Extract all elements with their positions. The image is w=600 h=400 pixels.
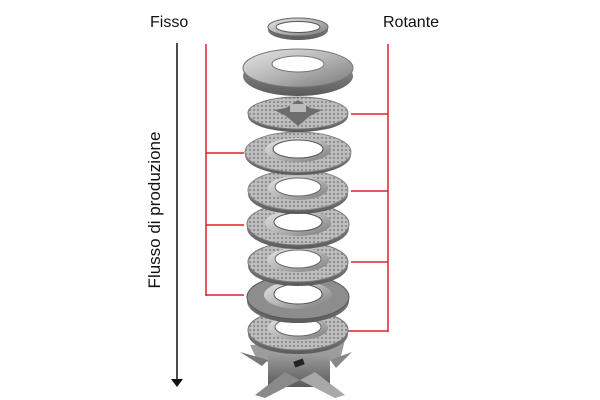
perforated-rotor <box>247 96 349 132</box>
fixed-disc-2 <box>246 202 350 249</box>
rotating-disc-2 <box>247 241 349 286</box>
production-flow-label: Flusso di produzione <box>145 131 164 289</box>
rotating-disc-1 <box>247 169 349 214</box>
fixed-label: Fisso <box>150 14 189 31</box>
rotating-label: Rotante <box>383 14 440 31</box>
top-ring <box>267 17 329 40</box>
rotating-bracket <box>345 44 389 332</box>
cover-plate <box>242 48 354 96</box>
fixed-disc-1 <box>244 131 352 175</box>
fixed-bracket <box>205 44 244 296</box>
flow-arrow <box>171 43 183 387</box>
disc-stack <box>242 17 354 354</box>
